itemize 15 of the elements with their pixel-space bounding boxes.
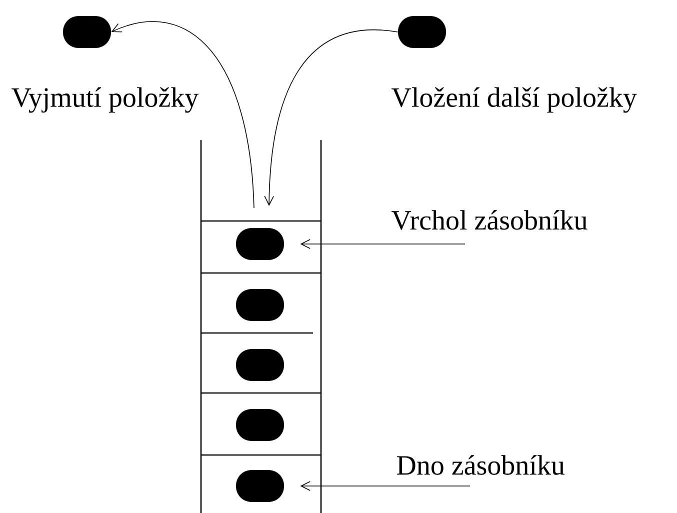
stack-label: Dno zásobníku <box>397 455 564 475</box>
token <box>398 16 446 48</box>
caption-text: Vyjmutí položky <box>12 87 199 113</box>
token <box>236 348 284 381</box>
token <box>236 408 284 441</box>
token <box>236 470 284 502</box>
leader-line <box>300 481 470 491</box>
token <box>63 16 111 48</box>
leader-line <box>300 239 466 249</box>
token <box>236 288 284 321</box>
arrow <box>264 29 398 206</box>
stack-label: Vrchol zásobníku <box>392 210 588 230</box>
caption-text: Vložení další položky <box>392 87 637 113</box>
arrow <box>111 21 254 208</box>
token <box>236 228 284 260</box>
